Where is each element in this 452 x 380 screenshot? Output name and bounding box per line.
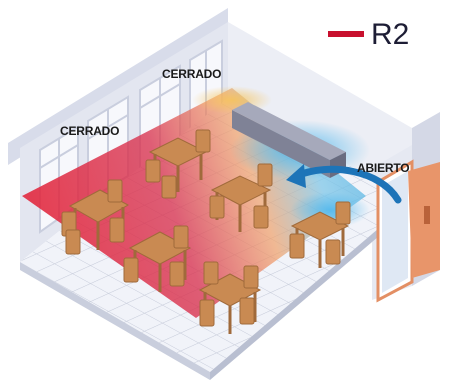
chairs [61, 129, 351, 327]
legend-label: R2 [371, 18, 409, 51]
window-left-label: CERRADO [60, 124, 119, 138]
table-1 [148, 137, 208, 192]
airflow-arrow-head [286, 164, 306, 188]
window-top-label: CERRADO [162, 67, 221, 81]
furniture [61, 129, 351, 334]
floor-base [20, 262, 210, 380]
floor-base-right [210, 200, 412, 380]
airflow-arrow [292, 165, 402, 204]
door [376, 159, 440, 303]
door-label: ABIERTO [357, 161, 409, 175]
legend-swatch [328, 31, 364, 37]
